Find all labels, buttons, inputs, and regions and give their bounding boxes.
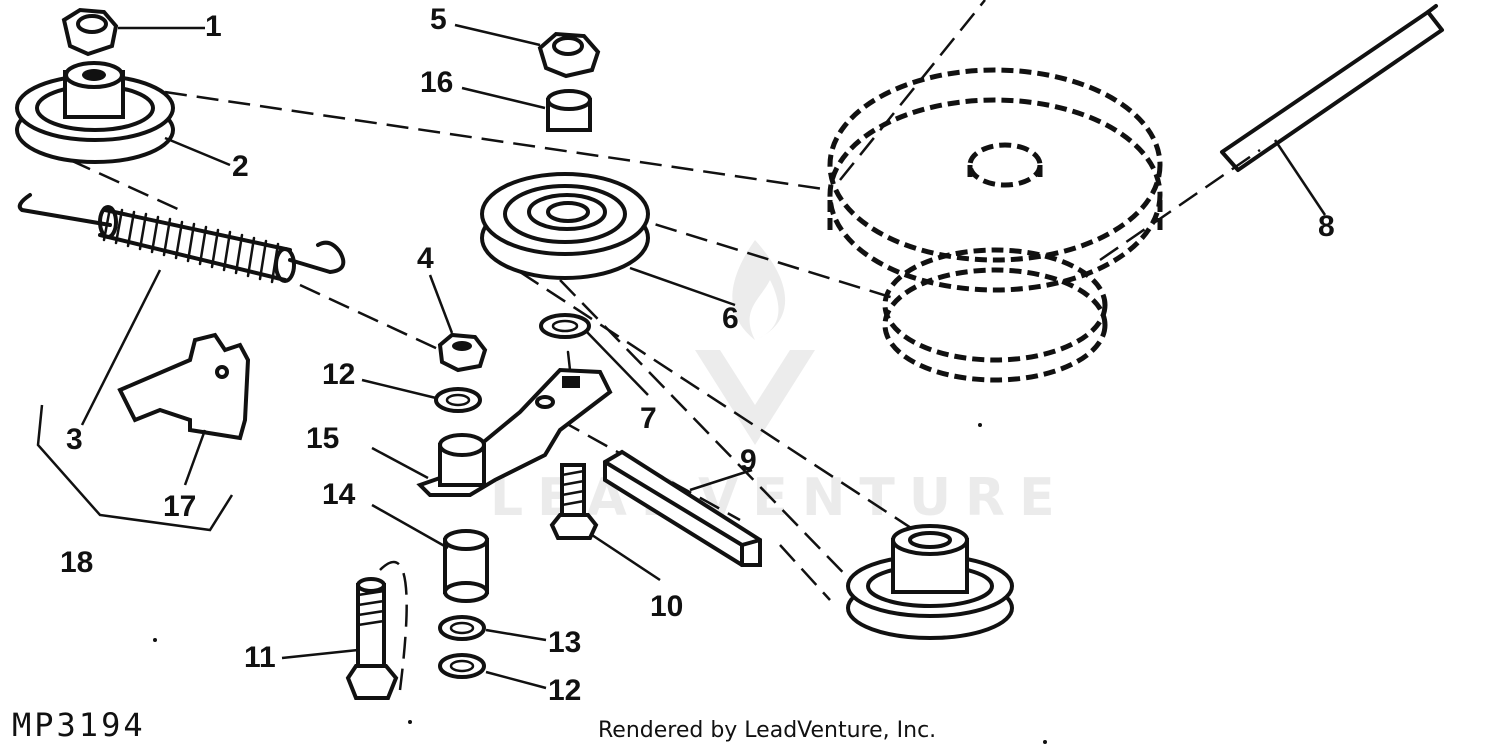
callout-12-upper: 12 (322, 358, 356, 391)
render-credit: Rendered by LeadVenture, Inc. (598, 718, 937, 743)
lower-pulley (846, 524, 1014, 640)
callout-7: 7 (640, 402, 657, 435)
nut-5 (454, 23, 601, 79)
callout-14: 14 (322, 478, 356, 511)
spacer-14 (371, 503, 489, 603)
belt-path (69, 0, 1261, 691)
bracket-17 (117, 332, 251, 486)
bolt-10 (549, 463, 661, 582)
callout-18: 18 (60, 546, 94, 579)
assembly-bracket-18 (36, 404, 234, 532)
bar-9 (603, 449, 762, 567)
callout-3: 3 (66, 423, 83, 456)
callout-16: 16 (420, 66, 454, 99)
callout-10: 10 (650, 590, 684, 623)
nut-1 (61, 7, 205, 57)
callout-9: 9 (740, 444, 757, 477)
spacer-16 (461, 86, 592, 132)
callout-4: 4 (417, 242, 434, 275)
nut-4 (428, 274, 488, 373)
callout-1: 1 (205, 10, 222, 43)
callout-5: 5 (430, 3, 447, 36)
idler-arm-15 (371, 350, 613, 497)
callout-11: 11 (244, 641, 276, 674)
washer-13 (438, 615, 547, 642)
callout-13: 13 (548, 626, 582, 659)
engine-pulley-phantom (827, 67, 1163, 383)
washer-12-lower (438, 653, 547, 690)
callout-15: 15 (306, 422, 340, 455)
callout-8: 8 (1318, 210, 1335, 243)
bolt-11 (281, 577, 399, 700)
idler-pulley-6 (480, 172, 736, 307)
figure-id: MP3194 (12, 706, 146, 744)
callout-17: 17 (163, 490, 197, 523)
washer-12-upper (361, 378, 482, 413)
pulley-2 (15, 61, 231, 167)
callout-6: 6 (722, 302, 739, 335)
callout-12-lower: 12 (548, 674, 582, 707)
leadventure-logo-watermark (695, 240, 815, 445)
callout-2: 2 (232, 150, 249, 183)
spring-3 (17, 193, 346, 426)
washer-7 (539, 313, 649, 396)
shaft-8 (1220, 4, 1444, 216)
